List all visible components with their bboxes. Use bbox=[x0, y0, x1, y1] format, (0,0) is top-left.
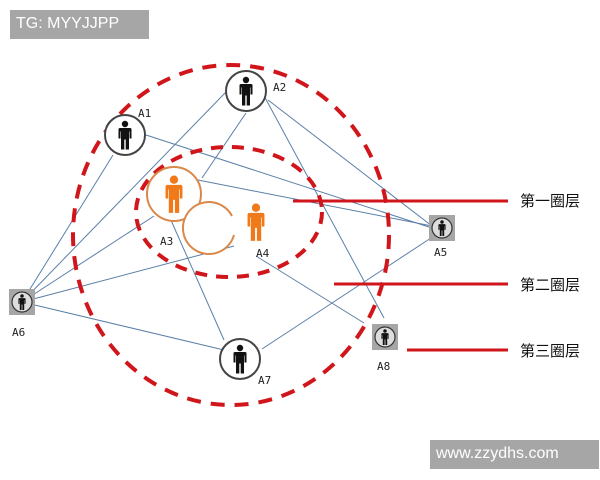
watermark-badge-bottom: www.zzydhs.com bbox=[430, 440, 599, 469]
node-a8[interactable] bbox=[372, 324, 398, 350]
node-a2[interactable] bbox=[225, 70, 267, 112]
node-label-a7: A7 bbox=[258, 374, 271, 387]
legend-label-outside: 第三圈层 bbox=[520, 342, 580, 360]
edge-a4-a8 bbox=[255, 255, 365, 324]
edge-a7-a5 bbox=[261, 235, 435, 350]
legend-label-inner: 第一圈层 bbox=[520, 192, 580, 210]
edge-a6-a7 bbox=[21, 301, 225, 351]
edge-a3-a7 bbox=[169, 217, 225, 341]
node-a5[interactable] bbox=[429, 215, 455, 241]
node-label-a1: A1 bbox=[138, 107, 151, 120]
node-label-a8: A8 bbox=[377, 360, 390, 373]
legend-label-outer: 第二圈层 bbox=[520, 276, 580, 294]
watermark-badge-top: TG: MYYJJPP bbox=[10, 10, 149, 39]
edge-a2-a5 bbox=[267, 99, 433, 227]
ring-outer bbox=[71, 63, 391, 407]
node-a1[interactable] bbox=[104, 114, 146, 156]
edge-a2-a3 bbox=[201, 112, 247, 179]
node-label-a3: A3 bbox=[160, 235, 173, 248]
node-label-a4: A4 bbox=[256, 247, 270, 260]
node-a3[interactable] bbox=[146, 166, 202, 222]
ring-inner bbox=[134, 145, 324, 279]
node-label-a5: A5 bbox=[434, 246, 447, 259]
edge-a6-a4 bbox=[21, 245, 235, 303]
node-a4[interactable] bbox=[181, 201, 265, 256]
edges bbox=[21, 91, 435, 351]
node-label-a6: A6 bbox=[12, 326, 25, 339]
node-a6[interactable] bbox=[9, 289, 35, 315]
edge-a6-a1 bbox=[21, 154, 114, 303]
node-label-a2: A2 bbox=[273, 81, 286, 94]
edge-a6-a2 bbox=[21, 91, 227, 303]
edge-a3-a5 bbox=[197, 179, 433, 227]
edge-a6-a3 bbox=[21, 215, 155, 303]
person-icon bbox=[247, 203, 265, 241]
node-a7[interactable] bbox=[219, 338, 261, 380]
